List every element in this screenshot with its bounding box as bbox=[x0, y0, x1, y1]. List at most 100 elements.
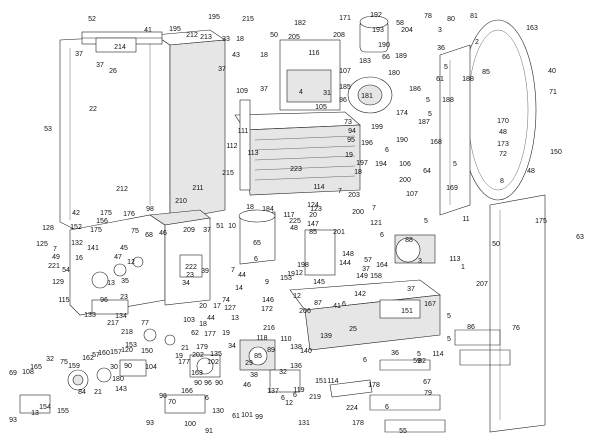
part-number-p-217[interactable]: 217 bbox=[107, 320, 119, 327]
part-number-p-153[interactable]: 153 bbox=[280, 275, 292, 282]
part-number-p-9[interactable]: 9 bbox=[265, 279, 269, 286]
part-number-p-195b[interactable]: 195 bbox=[169, 26, 181, 33]
part-number-p-200b[interactable]: 200 bbox=[352, 209, 364, 216]
part-number-p-188b[interactable]: 188 bbox=[442, 97, 454, 104]
part-number-p-181[interactable]: 181 bbox=[361, 93, 373, 100]
part-number-p-39[interactable]: 39 bbox=[201, 268, 209, 275]
part-number-p-48b[interactable]: 48 bbox=[527, 168, 535, 175]
part-number-p-86[interactable]: 86 bbox=[339, 97, 347, 104]
part-number-p-176[interactable]: 176 bbox=[123, 211, 135, 218]
part-number-p-137[interactable]: 137 bbox=[267, 388, 279, 395]
part-number-p-6h[interactable]: 6 bbox=[281, 395, 285, 402]
part-number-p-10[interactable]: 10 bbox=[228, 223, 236, 230]
part-number-p-131[interactable]: 131 bbox=[298, 420, 310, 427]
part-number-p-18e[interactable]: 18 bbox=[199, 321, 207, 328]
part-number-p-198[interactable]: 198 bbox=[297, 262, 309, 269]
part-number-p-215b[interactable]: 215 bbox=[222, 170, 234, 177]
part-number-p-128[interactable]: 128 bbox=[42, 225, 54, 232]
part-number-p-101[interactable]: 101 bbox=[241, 412, 253, 419]
part-number-p-72[interactable]: 72 bbox=[499, 151, 507, 158]
part-number-p-192[interactable]: 192 bbox=[370, 12, 382, 19]
part-number-p-42[interactable]: 42 bbox=[72, 210, 80, 217]
part-number-p-117[interactable]: 117 bbox=[283, 212, 295, 219]
part-number-p-114b[interactable]: 114 bbox=[432, 351, 444, 358]
part-number-p-79[interactable]: 79 bbox=[424, 390, 432, 397]
part-number-p-37a[interactable]: 37 bbox=[75, 51, 83, 58]
part-number-p-75b[interactable]: 75 bbox=[60, 359, 68, 366]
part-number-p-106[interactable]: 106 bbox=[399, 161, 411, 168]
part-number-p-163[interactable]: 163 bbox=[526, 25, 538, 32]
part-number-p-7b[interactable]: 7 bbox=[372, 205, 376, 212]
part-number-p-208[interactable]: 208 bbox=[333, 32, 345, 39]
part-number-p-5e[interactable]: 5 bbox=[424, 218, 428, 225]
part-number-p-70[interactable]: 70 bbox=[168, 399, 176, 406]
part-number-p-93b[interactable]: 93 bbox=[146, 420, 154, 427]
part-number-p-175a[interactable]: 175 bbox=[100, 210, 112, 217]
part-number-p-34b[interactable]: 34 bbox=[228, 343, 236, 350]
part-number-p-65[interactable]: 65 bbox=[253, 240, 261, 247]
part-number-p-110[interactable]: 110 bbox=[280, 336, 292, 343]
part-number-p-67[interactable]: 67 bbox=[423, 379, 431, 386]
part-number-p-6d[interactable]: 6 bbox=[342, 301, 346, 308]
part-number-p-188[interactable]: 188 bbox=[462, 76, 474, 83]
part-number-p-170[interactable]: 170 bbox=[497, 118, 509, 125]
part-number-p-187[interactable]: 187 bbox=[418, 119, 430, 126]
part-number-p-178a[interactable]: 178 bbox=[368, 382, 380, 389]
part-number-p-34[interactable]: 34 bbox=[182, 280, 190, 287]
part-number-p-190b[interactable]: 190 bbox=[396, 137, 408, 144]
part-number-p-5f[interactable]: 5 bbox=[447, 313, 451, 320]
part-number-p-41b[interactable]: 41 bbox=[333, 303, 341, 310]
part-number-p-85c[interactable]: 85 bbox=[254, 353, 262, 360]
part-number-p-19d[interactable]: 19 bbox=[175, 353, 183, 360]
part-number-p-177[interactable]: 177 bbox=[204, 331, 216, 338]
part-number-p-114a[interactable]: 114 bbox=[313, 184, 325, 191]
part-number-p-221[interactable]: 221 bbox=[48, 263, 60, 270]
part-number-p-179[interactable]: 179 bbox=[196, 344, 208, 351]
part-number-p-175c[interactable]: 175 bbox=[90, 227, 102, 234]
part-number-p-206[interactable]: 206 bbox=[299, 308, 311, 315]
part-number-p-21[interactable]: 21 bbox=[181, 345, 189, 352]
part-number-p-16[interactable]: 16 bbox=[75, 255, 83, 262]
part-number-p-7d[interactable]: 7 bbox=[231, 267, 235, 274]
part-number-p-133[interactable]: 133 bbox=[84, 312, 96, 319]
part-number-p-17[interactable]: 17 bbox=[213, 303, 221, 310]
part-number-p-59[interactable]: 59 bbox=[413, 358, 421, 365]
part-number-p-35[interactable]: 35 bbox=[121, 278, 129, 285]
part-number-p-169[interactable]: 169 bbox=[446, 185, 458, 192]
part-number-p-121[interactable]: 121 bbox=[370, 220, 382, 227]
part-number-p-63[interactable]: 63 bbox=[576, 234, 584, 241]
part-number-p-2[interactable]: 2 bbox=[475, 39, 479, 46]
part-number-p-41[interactable]: 41 bbox=[144, 27, 152, 34]
part-number-p-48c[interactable]: 48 bbox=[290, 225, 298, 232]
part-number-p-190[interactable]: 190 bbox=[378, 42, 390, 49]
part-number-p-202[interactable]: 202 bbox=[192, 352, 204, 359]
part-number-p-95[interactable]: 95 bbox=[347, 137, 355, 144]
part-number-p-64[interactable]: 64 bbox=[423, 168, 431, 175]
part-number-p-147[interactable]: 147 bbox=[307, 221, 319, 228]
part-number-p-99[interactable]: 99 bbox=[255, 414, 263, 421]
part-number-p-19c[interactable]: 19 bbox=[222, 330, 230, 337]
part-number-p-218[interactable]: 218 bbox=[121, 329, 133, 336]
part-number-p-212b[interactable]: 212 bbox=[116, 186, 128, 193]
part-number-p-183[interactable]: 183 bbox=[359, 58, 371, 65]
part-number-p-7c[interactable]: 7 bbox=[53, 246, 57, 253]
part-number-p-185[interactable]: 185 bbox=[339, 84, 351, 91]
part-number-p-150[interactable]: 150 bbox=[550, 149, 562, 156]
part-number-p-124[interactable]: 124 bbox=[307, 202, 319, 209]
part-number-p-105[interactable]: 105 bbox=[315, 104, 327, 111]
part-number-p-32b[interactable]: 32 bbox=[279, 369, 287, 376]
part-number-p-216[interactable]: 216 bbox=[263, 325, 275, 332]
part-number-p-3[interactable]: 3 bbox=[438, 27, 442, 34]
part-number-p-14[interactable]: 14 bbox=[235, 285, 243, 292]
part-number-p-96c[interactable]: 96 bbox=[159, 393, 167, 400]
part-number-p-219[interactable]: 219 bbox=[309, 394, 321, 401]
part-number-p-25[interactable]: 25 bbox=[349, 326, 357, 333]
part-number-p-199[interactable]: 199 bbox=[371, 124, 383, 131]
part-number-p-85b[interactable]: 85 bbox=[309, 229, 317, 236]
part-number-p-211[interactable]: 211 bbox=[192, 185, 204, 192]
part-number-p-75[interactable]: 75 bbox=[131, 228, 139, 235]
part-number-p-62[interactable]: 62 bbox=[191, 330, 199, 337]
part-number-p-48a[interactable]: 48 bbox=[499, 129, 507, 136]
part-number-p-19a[interactable]: 19 bbox=[345, 152, 353, 159]
part-number-p-130[interactable]: 130 bbox=[212, 408, 224, 415]
